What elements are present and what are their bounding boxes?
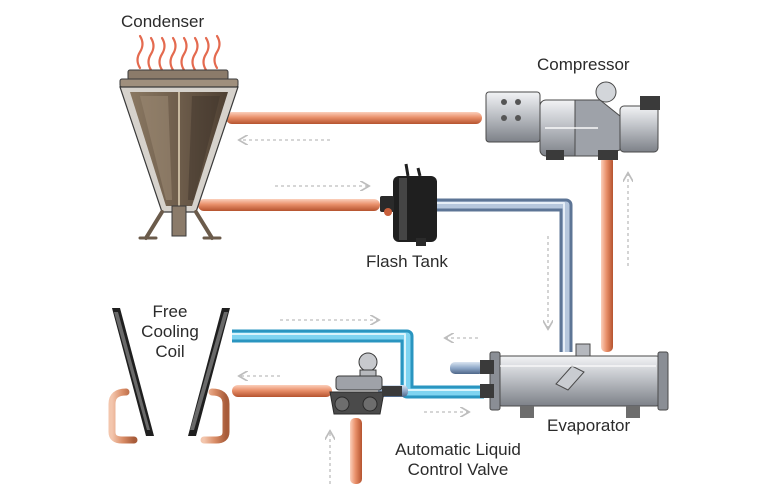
suction-pipe <box>601 156 613 352</box>
free-cooling-coil-label-line-2: Cooling <box>141 322 199 341</box>
automatic-liquid-control-valve <box>329 352 402 415</box>
evaporator-return-stub <box>450 362 484 374</box>
evaporator-label: Evaporator <box>547 416 631 435</box>
valve-label-line-1: Automatic Liquid <box>395 440 521 459</box>
free-cooling-coil-label-line-1: Free <box>152 302 188 321</box>
flash-tank-to-evaporator-pipe <box>437 198 573 352</box>
free-cooling-coil-label-line-3: Coil <box>155 342 185 361</box>
liquid-line-to-flash-tank <box>198 199 380 211</box>
evaporator <box>480 343 669 418</box>
free-cooling-coil-label: Free Cooling Coil <box>132 302 208 362</box>
flash-tank-label: Flash Tank <box>366 252 448 271</box>
valve-inlet-pipe <box>350 418 362 484</box>
compressor-label: Compressor <box>537 55 630 74</box>
heat-waves-icon <box>136 34 221 72</box>
valve-label-line-2: Control Valve <box>407 460 509 479</box>
compressor <box>485 81 660 160</box>
coil-return-pipe <box>232 385 332 397</box>
condenser <box>119 34 239 240</box>
valve-label: Automatic Liquid Control Valve <box>380 440 536 480</box>
hot-gas-pipe <box>226 112 482 124</box>
condenser-label: Condenser <box>121 12 205 31</box>
flash-tank <box>380 163 437 246</box>
flow-arrows <box>240 140 628 484</box>
free-cooling-coil <box>108 308 230 444</box>
